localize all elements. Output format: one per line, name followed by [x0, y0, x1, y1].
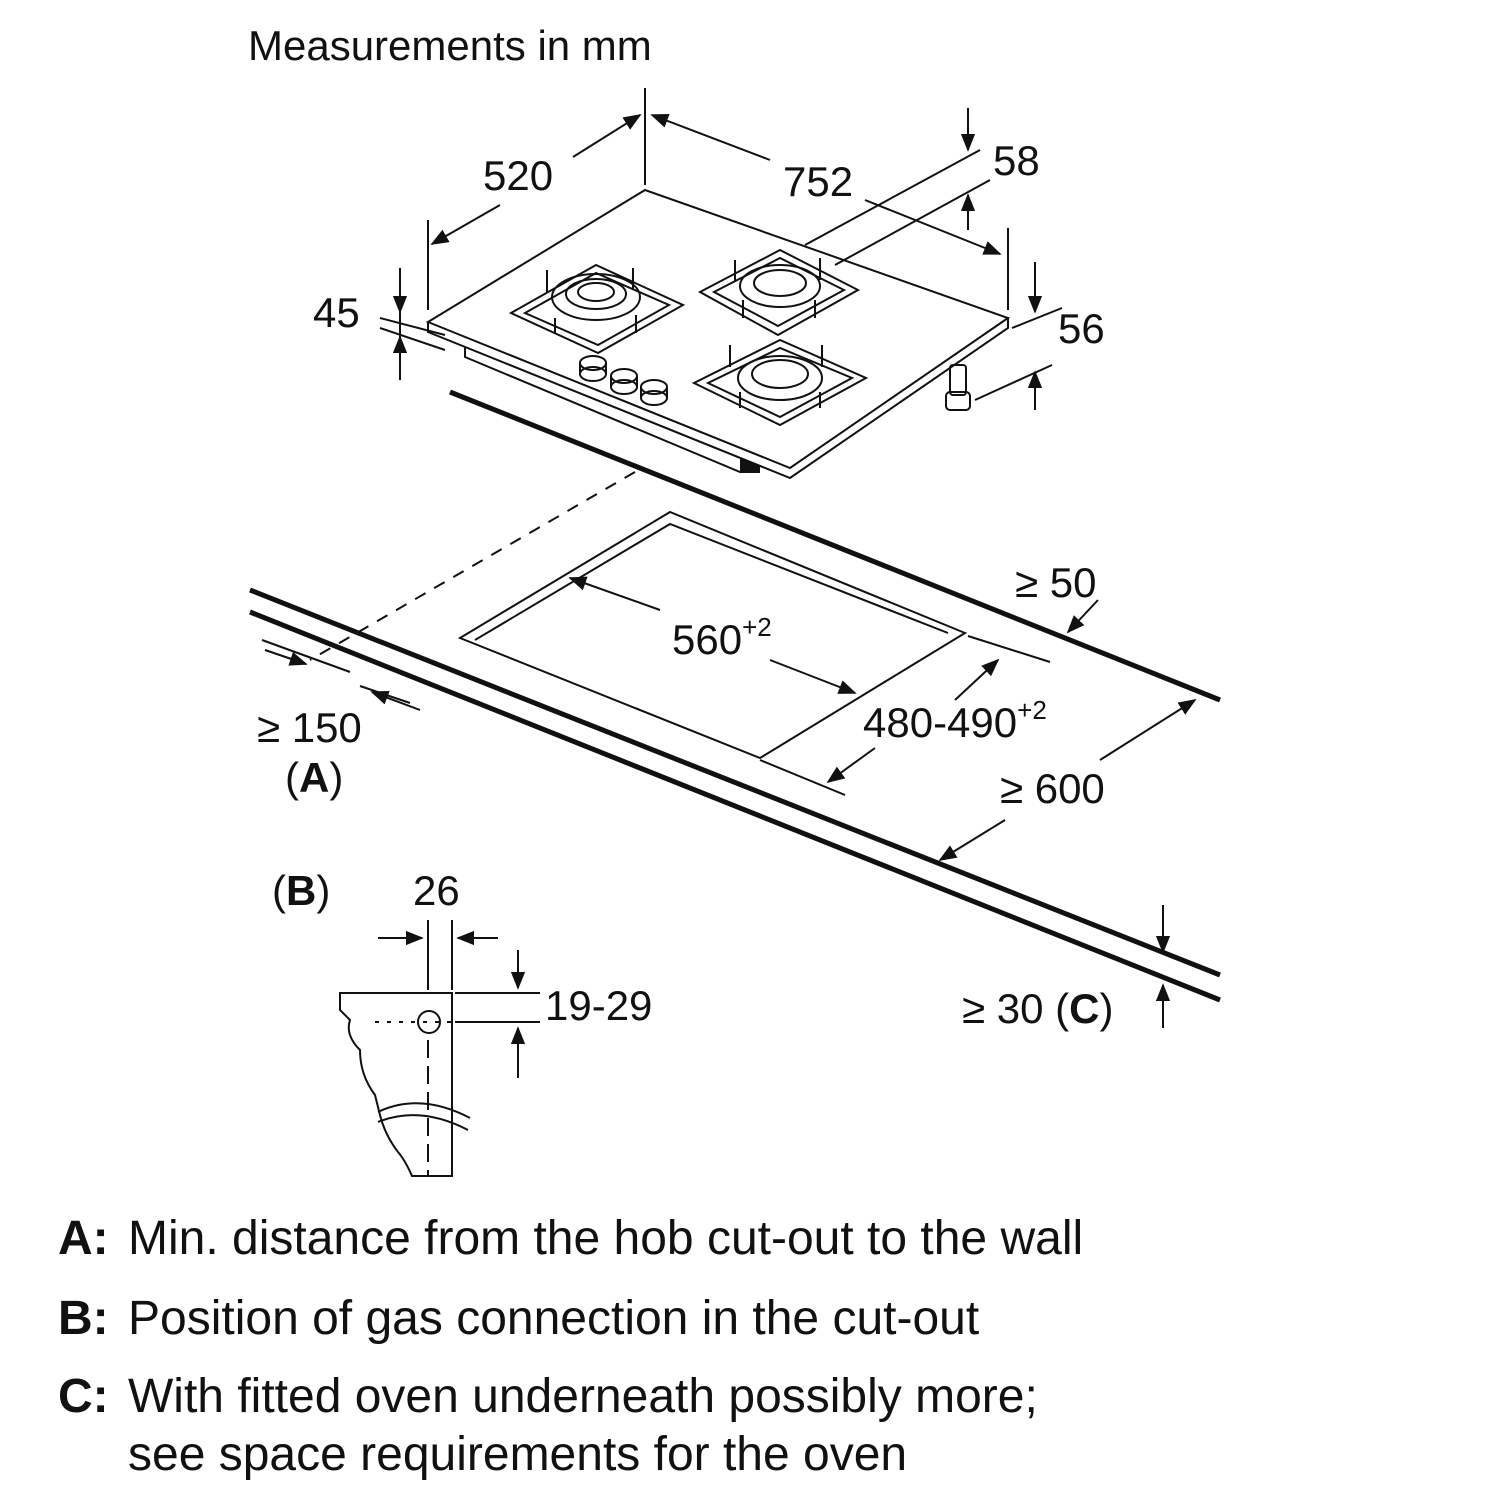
legend-a: A: Min. distance from the hob cut-out to … [58, 1210, 1083, 1268]
burner-back-left [508, 263, 686, 355]
hob-illustration [425, 188, 1011, 480]
worktop [249, 389, 1221, 1003]
dim-560-value: 560 [672, 616, 742, 663]
marker-c-letter: C [1069, 985, 1099, 1032]
dim-560: 560+2 [672, 612, 772, 663]
hob-glass-edge [427, 318, 1009, 480]
legend-b-key: B: [58, 1292, 109, 1345]
marker-b-letter: B [286, 867, 316, 914]
dim-58: 58 [993, 137, 1040, 184]
dim-min-50: ≥ 50 [1015, 559, 1096, 606]
dim-752-arrow-right [864, 199, 1002, 255]
legend-a-key: A: [58, 1212, 109, 1265]
worktop-front-top-edge [249, 587, 1221, 978]
cabinet-profile [339, 992, 453, 1177]
measurements-title: Measurements in mm [248, 22, 652, 69]
legend-c-text: With fitted oven underneath possibly mor… [128, 1370, 1038, 1423]
legend-a-text: Min. distance from the hob cut-out to th… [128, 1212, 1084, 1265]
hob-feet-shadow [740, 458, 760, 472]
dim-480-490-tolerance: +2 [1017, 695, 1047, 725]
dim-520-arrow-bottom [430, 204, 501, 245]
worktop-front-bottom-edge [249, 609, 1221, 1003]
dim-26-extension [427, 920, 453, 990]
control-knobs [579, 355, 668, 406]
marker-b: (B) [272, 867, 330, 914]
legend-c-key: C: [58, 1370, 109, 1423]
dim-45: 45 [313, 289, 360, 336]
legend-c: C: With fitted oven underneath possibly m… [58, 1368, 1038, 1484]
legend-b: B: Position of gas connection in the cut-… [58, 1290, 979, 1348]
dim-520: 520 [483, 152, 553, 199]
gas-connector [945, 364, 971, 411]
dim-19-29: 19-29 [545, 982, 652, 1029]
marker-a-letter: A [299, 754, 329, 801]
dim-min-30: ≥ 30 (C) [962, 985, 1113, 1032]
dim-520-arrow-top [572, 114, 642, 158]
projection-dashed-line [309, 471, 636, 661]
legend-c-continuation: see space requirements for the oven [128, 1428, 908, 1481]
dim-min-150: ≥ 150 [257, 704, 362, 751]
dim-26: 26 [413, 867, 460, 914]
marker-a: (A) [285, 754, 343, 801]
burner-front-right [691, 338, 869, 427]
worktop-dimension-lines [261, 576, 1197, 1028]
cutout-inner [474, 522, 949, 641]
dim-480-490-value: 480-490 [863, 699, 1017, 746]
dim-480-490: 480-490+2 [863, 695, 1047, 746]
profile-break [377, 1102, 471, 1131]
dim-752-arrow-left [650, 114, 771, 161]
hob-glass-top [425, 188, 1011, 470]
worktop-back-edge [449, 389, 1221, 703]
gas-connection-point [417, 1010, 441, 1034]
detail-b-illustration [339, 920, 540, 1177]
burner-back-right [697, 248, 861, 337]
hob-dimension-lines [379, 88, 1063, 410]
legend-b-text: Position of gas connection in the cut-ou… [128, 1292, 980, 1345]
cutout-outer [457, 510, 968, 760]
dim-560-tolerance: +2 [742, 612, 772, 642]
dim-min-600: ≥ 600 [1000, 765, 1105, 812]
dim-56: 56 [1058, 305, 1105, 352]
dim-752: 752 [783, 158, 853, 205]
